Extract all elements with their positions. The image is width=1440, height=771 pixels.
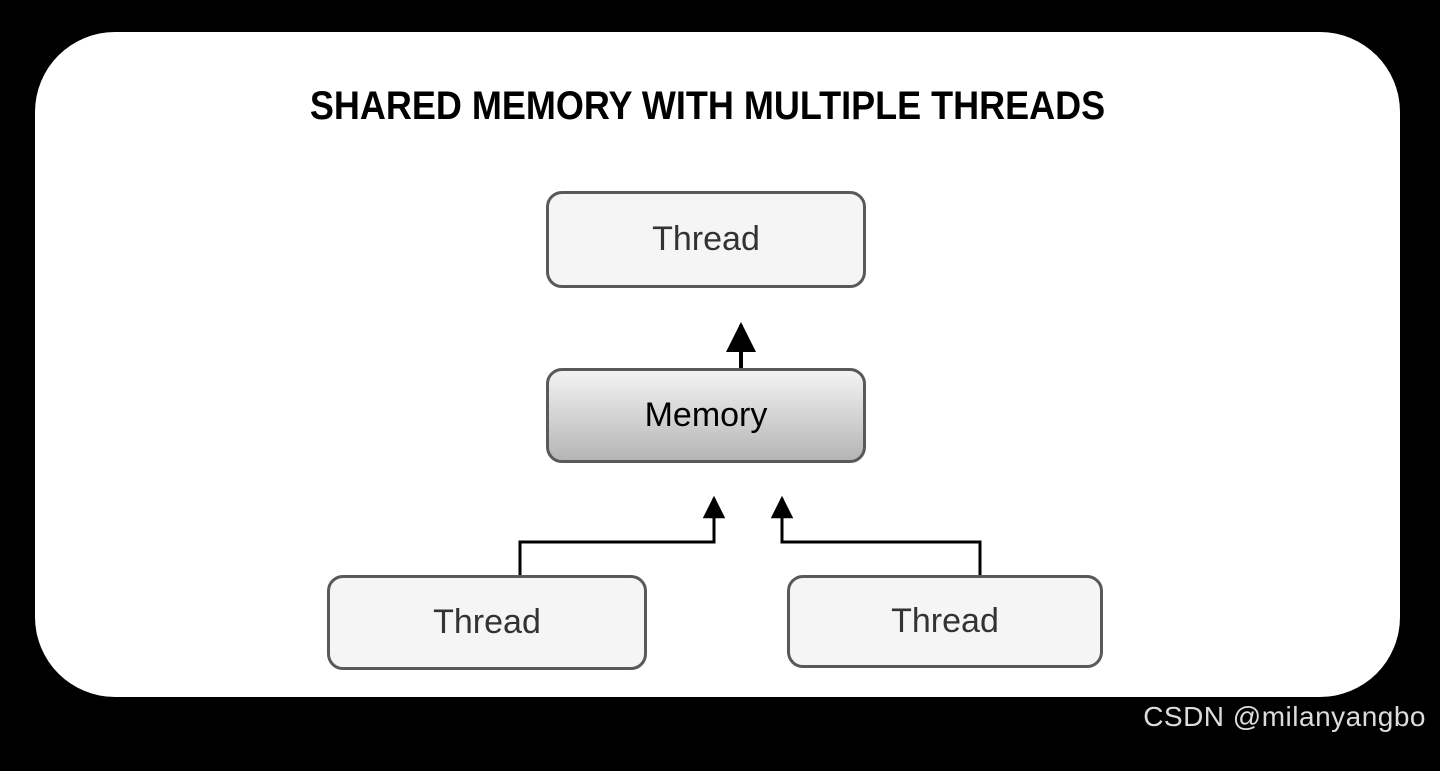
node-thread-top-label: Thread (652, 220, 760, 258)
node-thread-left-label: Thread (433, 603, 541, 641)
node-memory: Memory (546, 368, 866, 463)
node-thread-top: Thread (546, 191, 866, 288)
node-thread-right: Thread (787, 575, 1103, 668)
node-thread-right-label: Thread (891, 602, 999, 640)
diagram-title: SHARED MEMORY WITH MULTIPLE THREADS (309, 84, 1106, 128)
watermark: CSDN @milanyangbo (1143, 701, 1426, 732)
node-thread-left: Thread (327, 575, 647, 670)
diagram-panel: SHARED MEMORY WITH MULTIPLE THREADS (35, 32, 1400, 697)
node-memory-label: Memory (644, 396, 768, 434)
page-background: SHARED MEMORY WITH MULTIPLE THREADS Thre… (35, 32, 1426, 732)
